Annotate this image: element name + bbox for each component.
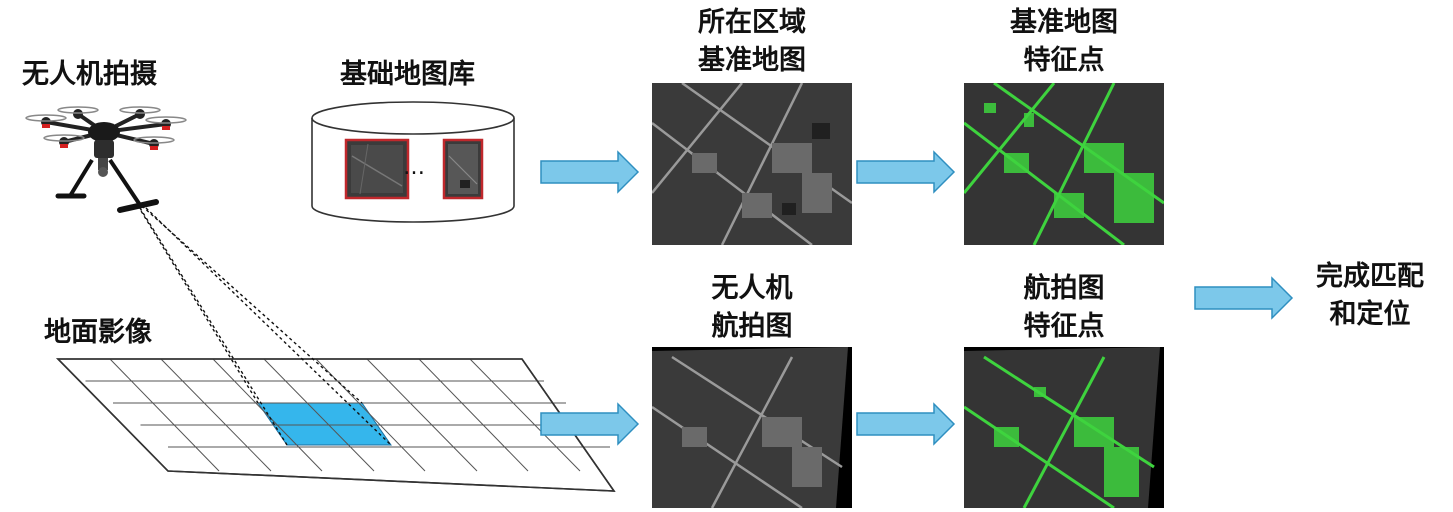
ground-image-label: 地面影像 — [44, 317, 152, 348]
drone-ground-illustration — [25, 106, 616, 492]
base-map-title-line1: 所在区域 — [698, 7, 806, 38]
arrow-basemap-to-features — [856, 150, 956, 194]
map-library-cylinder: … — [311, 101, 515, 223]
base-map-title-line2: 基准地图 — [698, 45, 806, 76]
aerial-features-title-line2: 特征点 — [1023, 311, 1105, 342]
arrow-library-to-basemap — [540, 150, 640, 194]
arrow-ground-to-uav — [540, 402, 640, 446]
uav-image-title-line1: 无人机 — [711, 273, 793, 304]
aerial-features-title-line1: 航拍图 — [1023, 273, 1105, 304]
aerial-features-title: 航拍图 特征点 — [964, 270, 1164, 346]
arrow-to-result — [1194, 276, 1294, 320]
result-title-line1: 完成匹配 — [1316, 261, 1424, 292]
map-library-label: 基础地图库 — [340, 59, 475, 90]
base-map-features-image — [964, 83, 1164, 245]
result-title-line2: 和定位 — [1329, 299, 1411, 330]
drone-icon — [25, 106, 187, 213]
base-features-title-line1: 基准地图 — [1010, 7, 1118, 38]
arrow-uav-to-features — [856, 402, 956, 446]
uav-aerial-image — [652, 347, 852, 508]
uav-image-title: 无人机 航拍图 — [652, 270, 852, 346]
library-ellipsis: … — [403, 155, 425, 180]
uav-image-title-line2: 航拍图 — [711, 311, 793, 342]
base-map-image — [652, 83, 852, 245]
base-features-title: 基准地图 特征点 — [964, 4, 1164, 80]
base-features-title-line2: 特征点 — [1023, 45, 1105, 76]
base-map-title: 所在区域 基准地图 — [652, 4, 852, 80]
camera-view-lines — [137, 205, 392, 446]
library-tile-right — [442, 138, 484, 200]
result-title: 完成匹配 和定位 — [1300, 258, 1440, 334]
drone-capture-label: 无人机拍摄 — [22, 59, 157, 90]
library-tile-left — [344, 138, 410, 200]
aerial-features-image — [964, 347, 1164, 508]
